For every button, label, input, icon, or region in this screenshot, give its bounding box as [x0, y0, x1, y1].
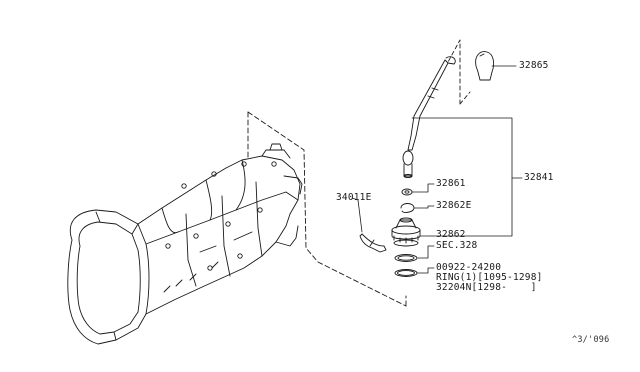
diagram-code: ^3/'096 [572, 335, 609, 345]
shift-knob [476, 52, 494, 80]
mounting-plane-dashed [248, 112, 406, 306]
clip-part [401, 204, 414, 213]
boot-part [392, 218, 420, 246]
label-34011E: 34011E [336, 193, 372, 203]
label-32861: 32861 [436, 179, 466, 189]
label-32865: 32865 [519, 61, 549, 71]
label-32862E: 32862E [436, 201, 472, 211]
knob-dashed-leader [448, 40, 470, 104]
label-32862: 32862 [436, 230, 466, 240]
transmission-housing [68, 144, 302, 344]
bushing-part [402, 189, 412, 195]
label-sec-328: SEC.328 [436, 241, 477, 251]
label-32841: 32841 [524, 173, 554, 183]
label-ring-supersession: 32204N[1298- ] [436, 283, 537, 293]
shift-lever [403, 57, 455, 178]
parts-stack [392, 189, 420, 277]
spring-clip-part [360, 234, 386, 252]
